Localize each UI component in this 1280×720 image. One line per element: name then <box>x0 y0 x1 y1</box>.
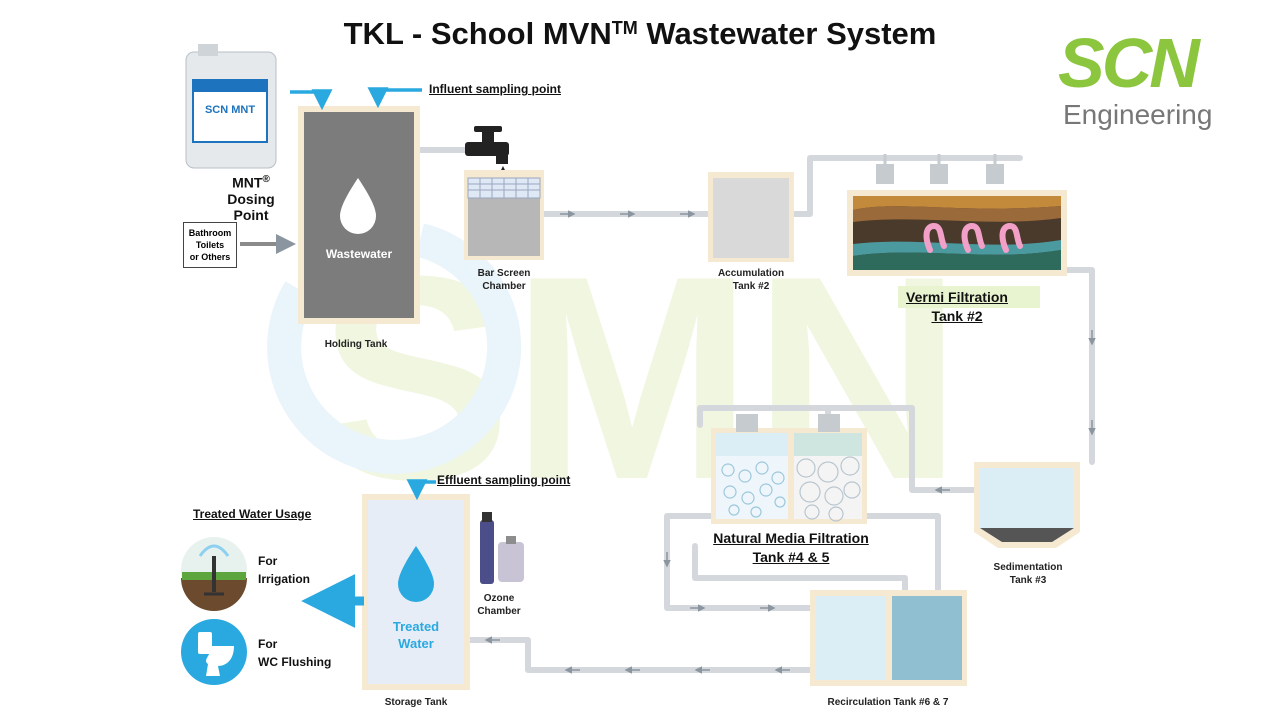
storage-tank-label: Storage Tank <box>384 697 448 708</box>
recirculation-tanks <box>810 590 967 686</box>
pipe-media-to-recirc <box>861 513 941 607</box>
water-drop-icon <box>340 178 376 234</box>
media-filtration-tanks <box>711 414 867 524</box>
holding-tank-content: Wastewater <box>325 247 393 261</box>
flow-arrows <box>484 210 1096 674</box>
accumulation-tank <box>708 172 794 262</box>
influent-arrows <box>290 87 422 111</box>
holding-tank-label: Holding Tank <box>324 339 388 350</box>
storage-tank <box>362 494 470 690</box>
watermark-arc <box>267 223 522 474</box>
wc-flushing-icon <box>181 619 247 685</box>
vermi-tank <box>847 190 1067 276</box>
pipe-vermi-to-sed <box>1062 267 1095 465</box>
holding-tank <box>298 106 420 324</box>
effluent-sampling-label: Effluent sampling point <box>437 473 571 487</box>
sprinkler-heads <box>876 154 1004 184</box>
mnt-container: SCN MNT <box>185 44 277 169</box>
dosing-point-label: MNT® Dosing Point <box>227 174 275 223</box>
faucet-icon <box>465 126 509 180</box>
recirculation-label: Recirculation Tank #6 & 7 <box>827 697 949 708</box>
trademark-mark: TM <box>611 18 638 38</box>
influent-sampling-label: Influent sampling point <box>429 82 561 96</box>
brand-logo: SCN <box>1058 24 1200 102</box>
vermi-label-bg <box>898 286 1040 308</box>
brand-logo-sub: Engineering <box>1063 99 1213 130</box>
pipe-recirc-to-storage <box>465 637 821 673</box>
pipe-sed-to-media <box>697 405 979 493</box>
page-title: TKL - School MVNTM Wastewater System <box>343 16 937 51</box>
ozone-chamber <box>480 512 524 584</box>
treated-drop-icon <box>398 546 434 602</box>
effluent-arrow <box>406 479 436 501</box>
bar-screen-chamber <box>464 170 544 260</box>
sedimentation-tank <box>974 462 1080 548</box>
pipe-accum-to-vermi <box>790 155 1023 217</box>
container-label: SCN MNT <box>205 104 255 116</box>
usage-heading: Treated Water Usage <box>193 507 312 521</box>
irrigation-icon <box>181 537 247 611</box>
